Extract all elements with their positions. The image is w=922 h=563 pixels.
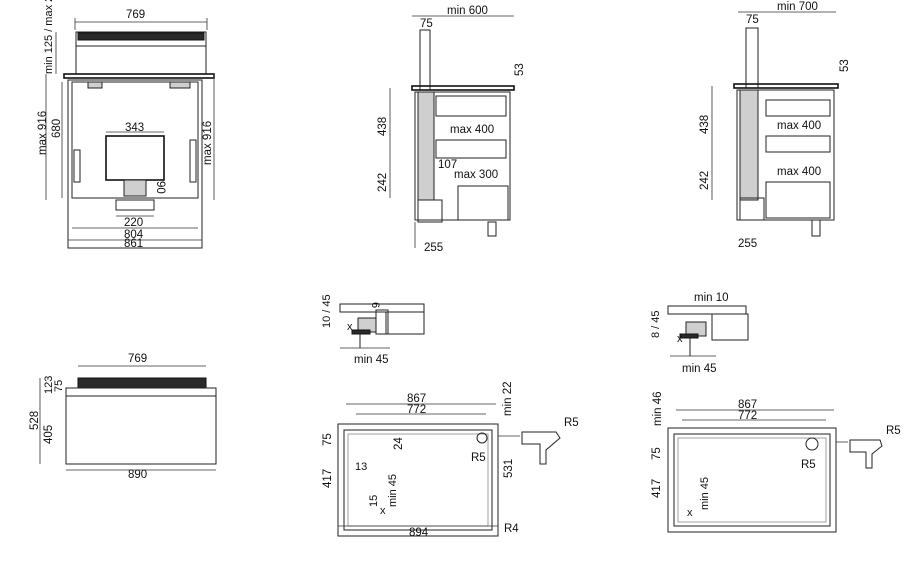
dim-max916-left: max 916 — [37, 111, 49, 155]
label-r5-detail-a: R5 — [564, 417, 579, 429]
dim-24: 24 — [393, 437, 405, 450]
dim-6: 6 — [369, 302, 381, 308]
dim-53-b: 53 — [839, 59, 851, 72]
flush-detail-1: 10 / 45 6 x min 45 — [321, 294, 425, 366]
dim-15: 15 — [368, 495, 380, 507]
flush-detail-2: min 10 8 / 45 x min 45 — [650, 292, 749, 375]
dim-220: 220 — [124, 217, 143, 229]
dim-867-b: 867 — [738, 399, 757, 411]
dim-894: 894 — [409, 527, 429, 539]
dim-772-b: 772 — [738, 410, 757, 422]
label-x-b: x — [677, 333, 683, 345]
dim-417-b: 417 — [651, 479, 663, 498]
dim-10-45: 10 / 45 — [321, 294, 333, 328]
dim-438-b: 438 — [699, 115, 711, 134]
dim-242-b: 242 — [699, 171, 711, 190]
dim-772-a: 772 — [407, 404, 426, 416]
label-max400-b1: max 400 — [777, 120, 821, 132]
dim-75-c: 75 — [53, 380, 65, 392]
dim-242-a: 242 — [377, 173, 389, 192]
label-r5-b: R5 — [801, 459, 816, 471]
dim-min45-c: min 45 — [387, 474, 399, 507]
dim-343: 343 — [125, 122, 144, 134]
label-r5-a: R5 — [471, 452, 486, 464]
dim-min45-a: min 45 — [354, 354, 389, 366]
dim-min45-d: min 45 — [699, 477, 711, 510]
dim-769: 769 — [126, 9, 145, 21]
dim-min46: min 46 — [652, 391, 664, 426]
dim-75-b: 75 — [746, 14, 759, 26]
dim-528: 528 — [29, 411, 41, 430]
dim-13: 13 — [355, 461, 367, 473]
dim-75-d: 75 — [322, 433, 334, 446]
dim-417-a: 417 — [322, 469, 334, 488]
label-x-c: x — [380, 505, 386, 517]
label-max400-b2: max 400 — [777, 166, 821, 178]
label-x-a: x — [347, 321, 353, 333]
dim-255-b: 255 — [738, 238, 757, 250]
dim-min22: min 22 — [502, 381, 514, 416]
dim-123: 123 — [43, 376, 55, 394]
front-view: 769 343 90 220 804 861 min 125 / max 290… — [37, 0, 215, 250]
cutout-plan-2: min 46 867 772 R5 75 417 x min 45 R5 — [651, 391, 901, 533]
dim-125-290: min 125 / max 290 — [43, 0, 55, 74]
dim-804: 804 — [124, 229, 144, 241]
dim-531: 531 — [503, 459, 515, 478]
label-max400-a: max 400 — [450, 124, 494, 136]
side-view-1: min 600 75 53 max 400 max 300 107 438 24… — [377, 5, 526, 254]
dim-min600: min 600 — [447, 5, 488, 17]
dim-890: 890 — [128, 469, 147, 481]
dim-255-a: 255 — [424, 242, 443, 254]
dim-min700: min 700 — [777, 1, 818, 13]
dim-769-b: 769 — [128, 353, 147, 365]
dim-75-a: 75 — [420, 18, 433, 30]
dim-min10: min 10 — [694, 292, 729, 304]
elevation-view: 769 890 528 123 75 405 — [29, 353, 217, 481]
label-x-d: x — [687, 507, 693, 519]
side-view-2: min 700 75 53 max 400 max 400 438 242 25… — [699, 1, 851, 250]
dim-max916-right: max 916 — [202, 121, 214, 165]
dim-8-45: 8 / 45 — [650, 310, 662, 338]
dim-75-e: 75 — [651, 447, 663, 460]
dim-438-a: 438 — [377, 117, 389, 136]
dim-107: 107 — [438, 159, 457, 171]
label-r5-detail-b: R5 — [886, 425, 901, 437]
dim-90: 90 — [154, 181, 166, 194]
cutout-plan-1: 867 772 min 22 24 R5 75 417 13 531 15 x … — [322, 381, 579, 539]
label-r4: R4 — [504, 523, 519, 535]
dim-min45-b: min 45 — [682, 363, 717, 375]
dim-867-a: 867 — [407, 393, 426, 405]
dim-53-a: 53 — [514, 63, 526, 76]
dim-680: 680 — [51, 119, 63, 138]
label-max300: max 300 — [454, 169, 498, 181]
dim-861: 861 — [124, 238, 143, 250]
dim-405: 405 — [43, 425, 55, 444]
